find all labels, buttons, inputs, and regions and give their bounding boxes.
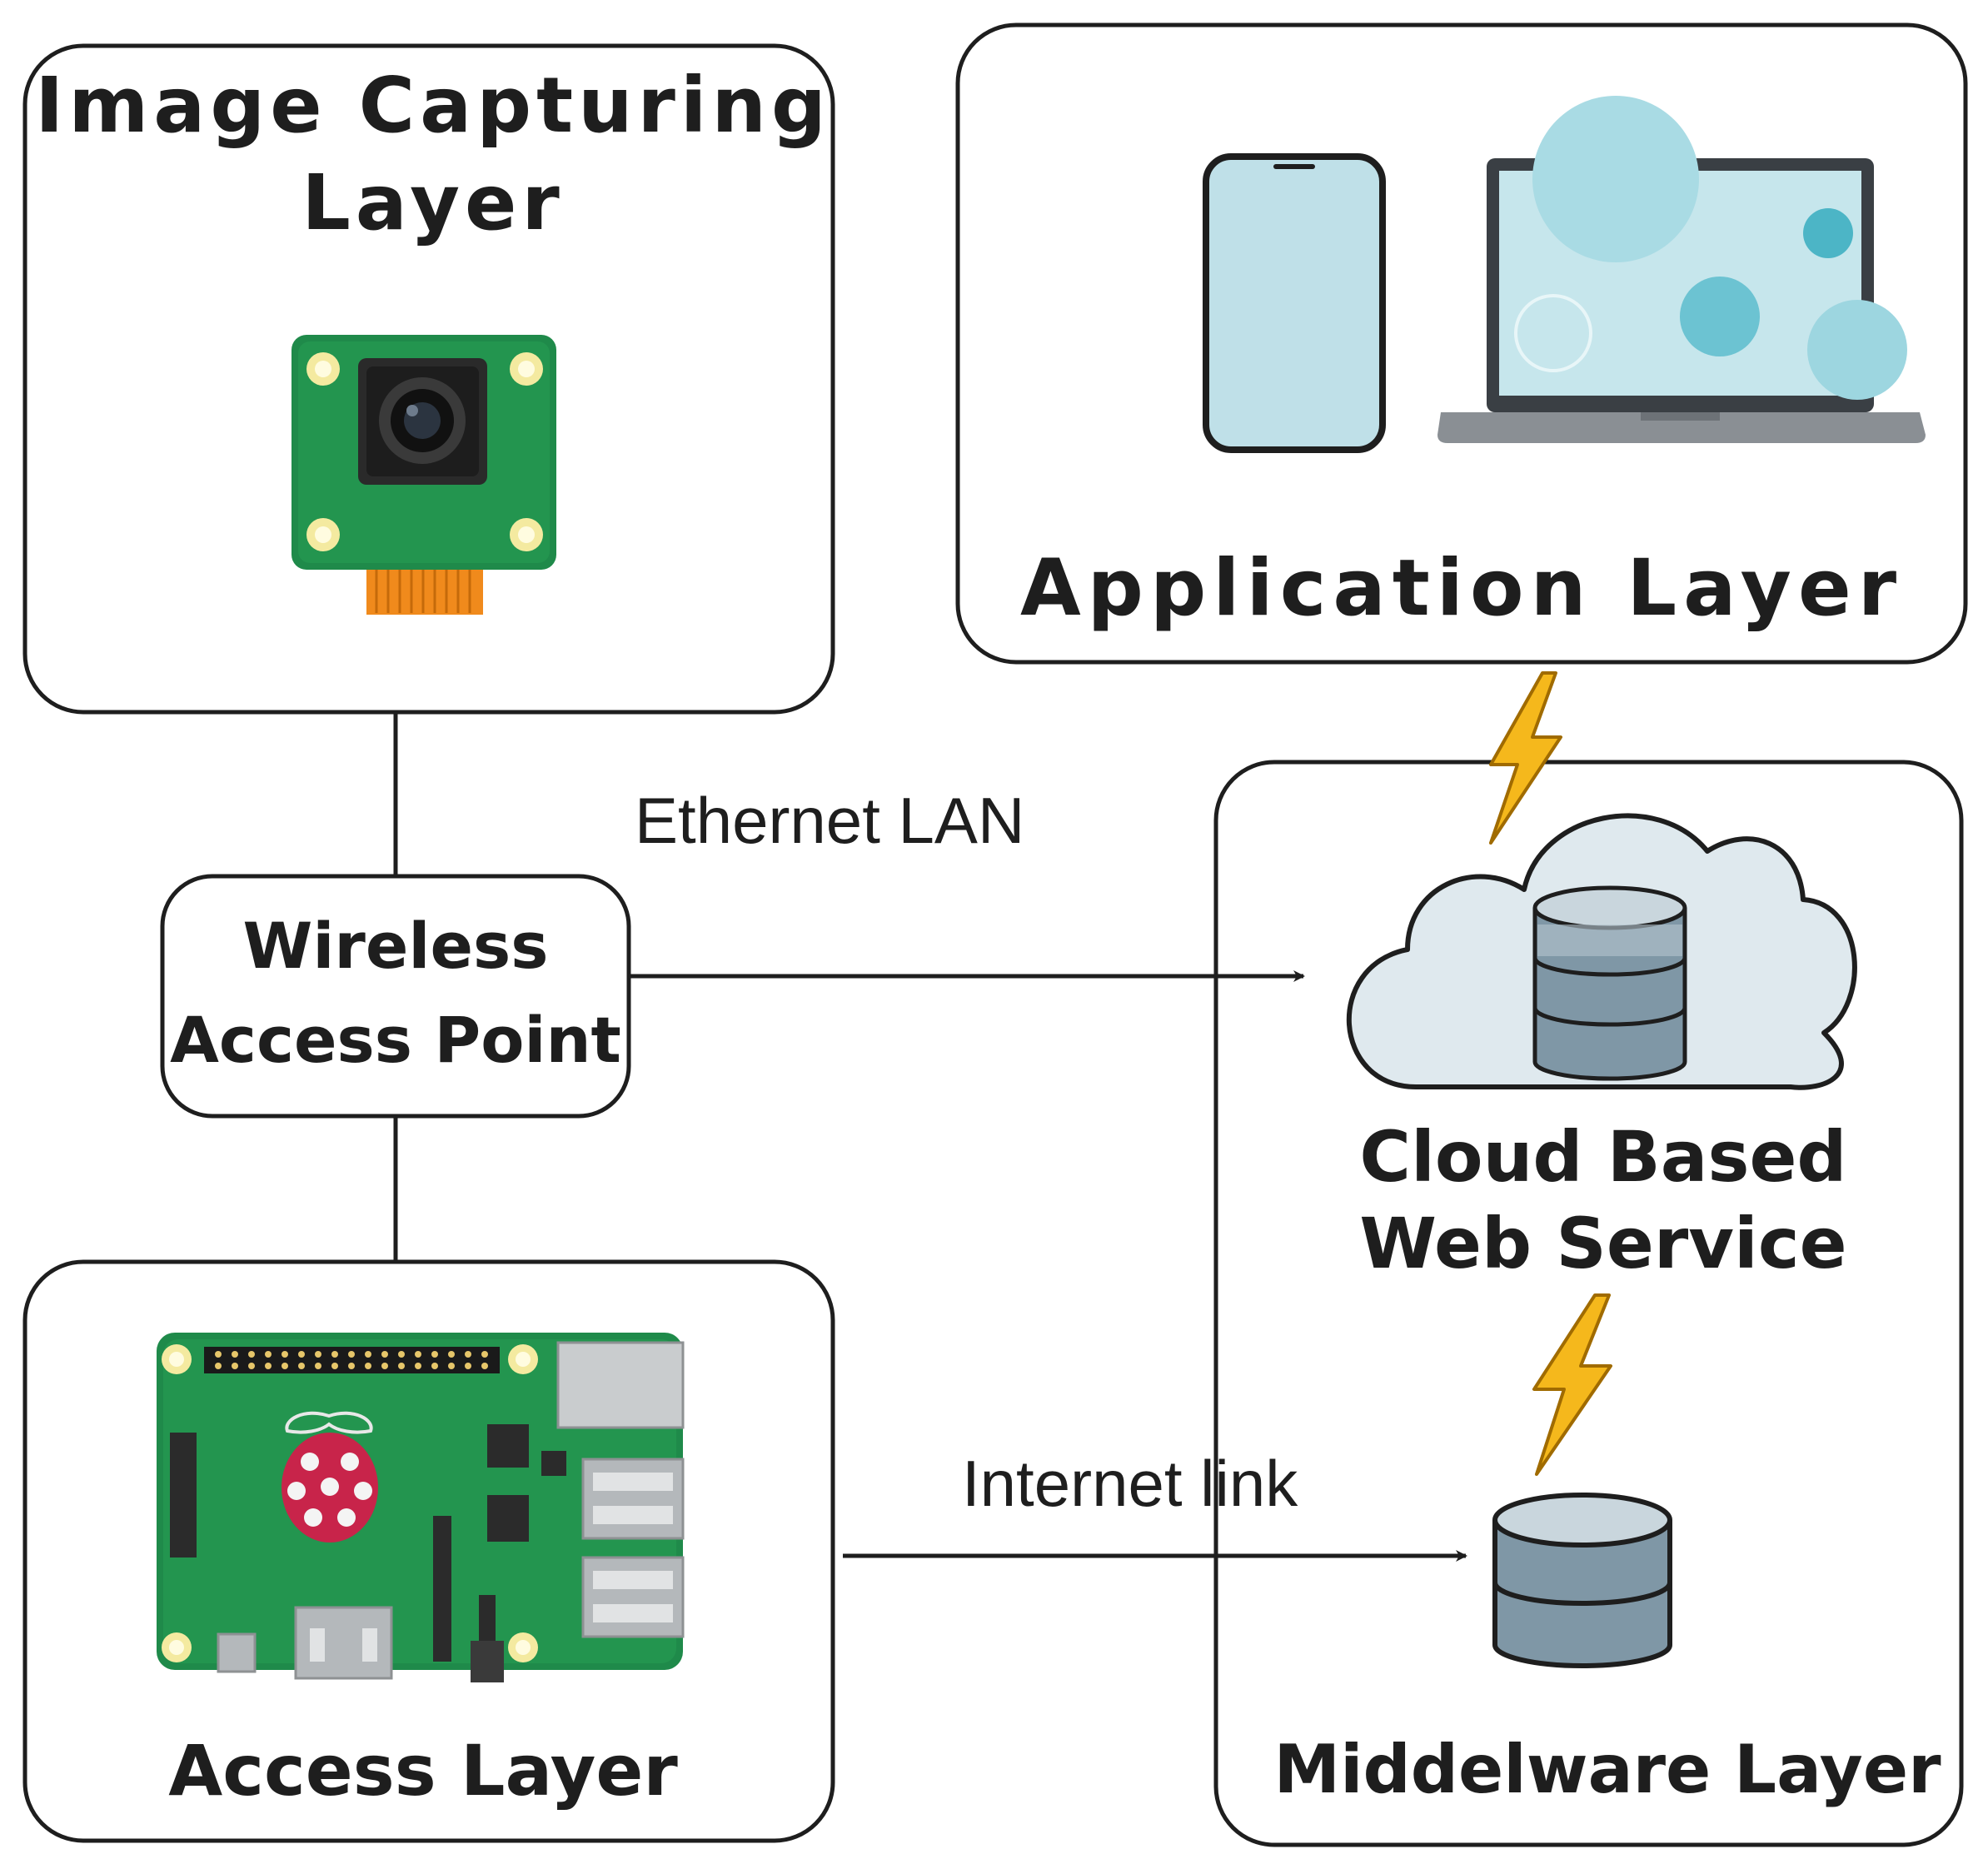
image-capturing-title-line1: Image Capturing: [35, 61, 831, 150]
lightning-icon-cloud-middleware: [1532, 1293, 1612, 1476]
image-capturing-title-line2: Layer: [301, 158, 565, 247]
lightning-icon-application-cloud: [1489, 671, 1562, 845]
smartphone-icon: [1203, 153, 1386, 453]
raspberry-pi-board-icon: [157, 1333, 685, 1682]
wireless-ap-line2: Access Point: [170, 1003, 621, 1077]
cloud-service-line1: Cloud Based: [1359, 1116, 1846, 1198]
cloud-database-icon: [1532, 885, 1687, 1081]
internet-link-label: Internet link: [962, 1447, 1298, 1520]
ethernet-lan-label: Ethernet LAN: [635, 784, 1024, 857]
wireless-ap-line1: Wireless: [243, 909, 549, 983]
application-layer-title: Application Layer: [1020, 543, 1903, 634]
middleware-layer-title: Middelware Layer: [1273, 1731, 1941, 1808]
middleware-database-icon: [1492, 1493, 1672, 1668]
cloud-service-line2: Web Service: [1359, 1203, 1846, 1284]
camera-module-icon: [291, 335, 556, 615]
wireless-access-point-node: [160, 874, 631, 1119]
access-layer-title: Access Layer: [168, 1730, 678, 1812]
laptop-icon: [1437, 96, 1926, 443]
